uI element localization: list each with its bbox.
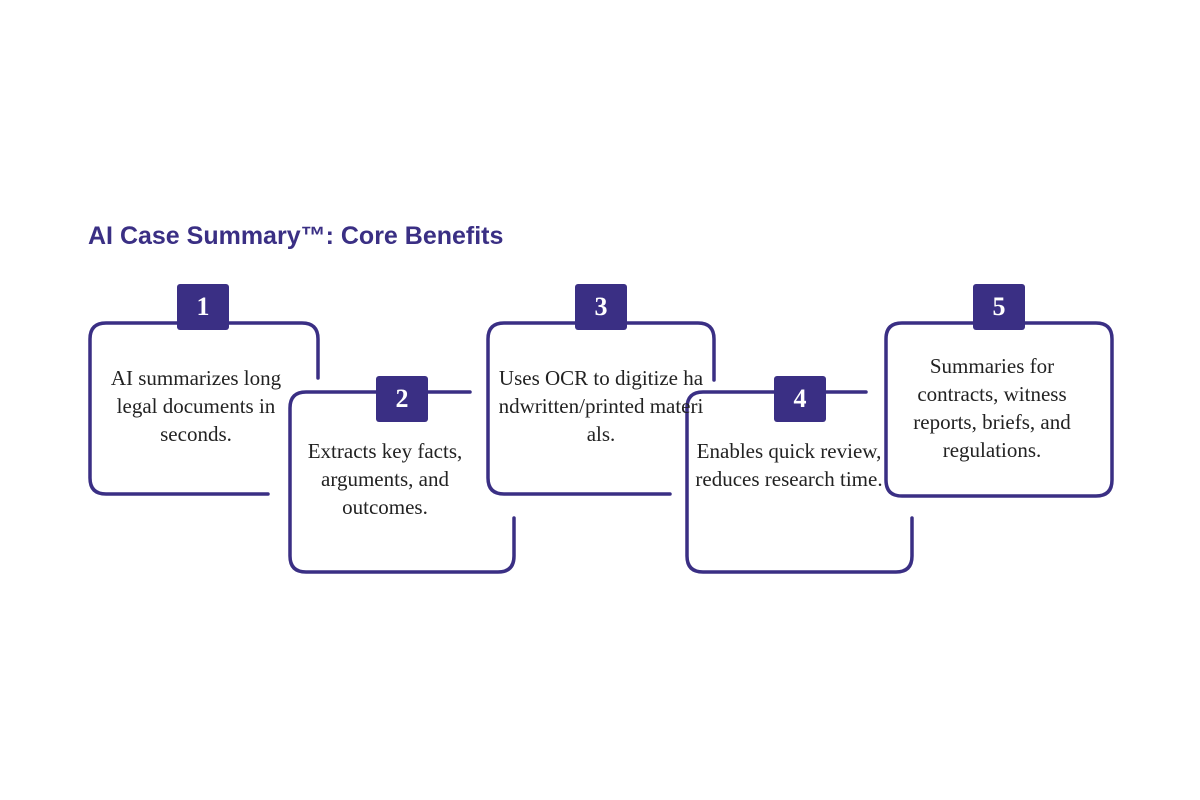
- step-3-frame: [486, 321, 716, 496]
- step-2-frame: [288, 390, 516, 574]
- step-1-text: AI summarizes long legal documents in se…: [110, 366, 282, 446]
- step-3-number-badge: 3: [575, 284, 627, 330]
- step-5-number-badge: 5: [973, 284, 1025, 330]
- step-2-text: Extracts key facts, arguments, and outco…: [307, 439, 463, 519]
- step-1-number-badge: 1: [177, 284, 229, 330]
- step-2-number-badge: 2: [376, 376, 428, 422]
- step-5-text: Summaries for contracts, witness reports…: [913, 354, 1071, 462]
- step-5-frame: [884, 321, 1114, 498]
- step-4-number-badge: 4: [774, 376, 826, 422]
- step-4-frame: [685, 390, 914, 574]
- diagram-title: AI Case Summary™: Core Benefits: [88, 222, 504, 250]
- step-1-frame: [88, 321, 320, 496]
- step-3-text: Uses OCR to digitize handwritten/printed…: [498, 366, 704, 446]
- step-4-text: Enables quick review, reduces research t…: [695, 439, 883, 491]
